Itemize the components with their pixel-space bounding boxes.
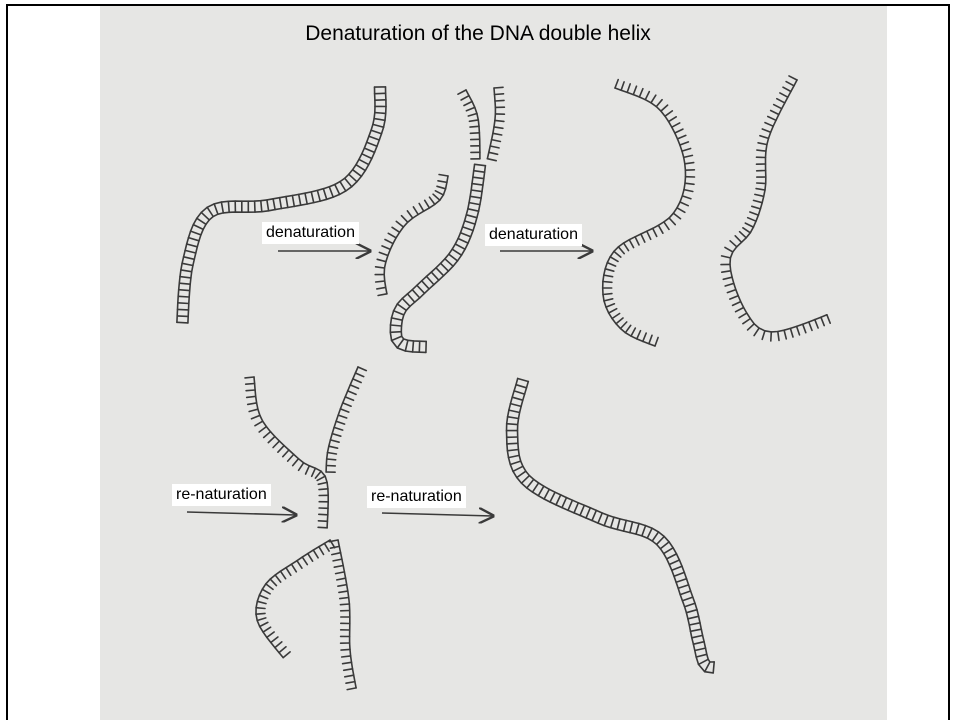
label-denaturation-2: denaturation bbox=[485, 224, 582, 246]
helix-partial-strand-a bbox=[390, 164, 474, 352]
label-renaturation-1: re-naturation bbox=[172, 484, 271, 506]
arrow-renaturation-1 bbox=[187, 512, 296, 515]
helix-renatured-strand-a bbox=[507, 379, 714, 673]
helix-renatured-base-pairs bbox=[507, 379, 715, 673]
helix-native-strand-a bbox=[177, 87, 375, 322]
strand-separated-2-bases bbox=[721, 76, 830, 341]
strand-partial-left-backbone bbox=[466, 90, 480, 159]
label-renaturation-2: re-naturation bbox=[367, 486, 466, 508]
strand-separated-2-backbone bbox=[730, 80, 827, 332]
helix-partial-strand-b bbox=[401, 166, 485, 342]
strand-separated-1-bases bbox=[603, 80, 695, 346]
strand-renature-b-backbone bbox=[326, 367, 358, 472]
strand-renature-d-backbone bbox=[338, 540, 356, 688]
arrow-renaturation-2 bbox=[382, 513, 493, 516]
label-denaturation-1: denaturation bbox=[262, 222, 359, 244]
strand-partial-loop-backbone bbox=[384, 176, 448, 294]
strand-partial-left-bases bbox=[458, 90, 480, 159]
helix-renatured-strand-b bbox=[518, 382, 715, 663]
strand-partial-right-backbone bbox=[487, 88, 495, 159]
helix-native-base-pairs bbox=[177, 87, 386, 323]
strand-renature-b-bases bbox=[326, 367, 366, 472]
